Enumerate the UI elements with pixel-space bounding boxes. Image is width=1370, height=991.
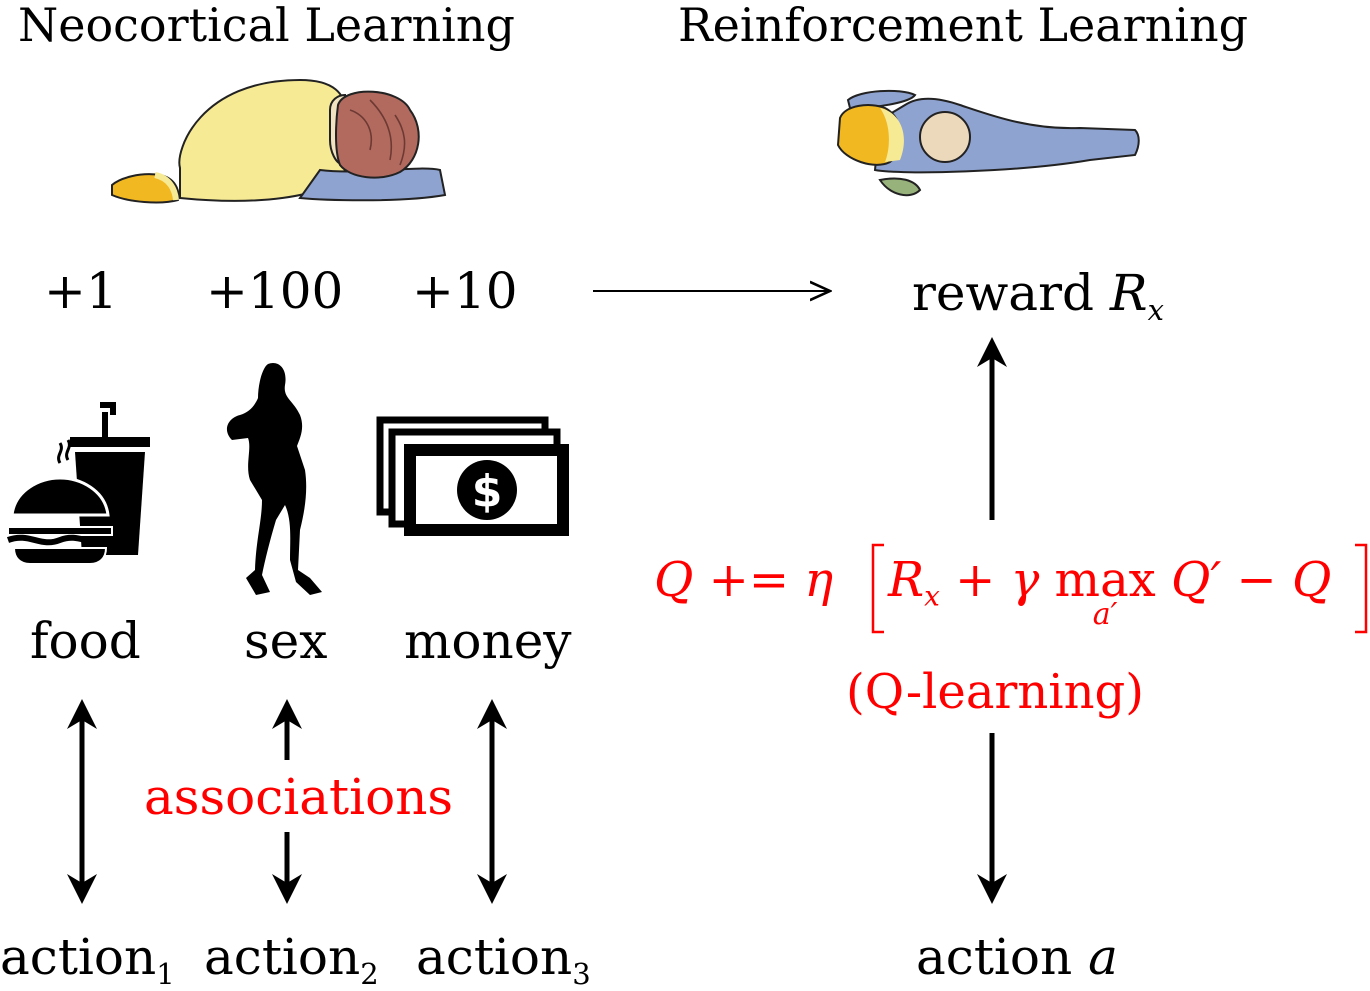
formula-left-bracket bbox=[871, 543, 884, 634]
brain-reptile-icon bbox=[836, 89, 1140, 197]
formula-caption: (Q-learning) bbox=[846, 664, 1145, 720]
action-3-word: action bbox=[416, 928, 573, 986]
action-2-sub: 2 bbox=[360, 957, 379, 991]
reinforcement-title: Reinforcement Learning bbox=[678, 0, 1249, 52]
reward-food: +1 bbox=[44, 262, 118, 320]
reward-rx: reward Rx bbox=[912, 268, 1164, 325]
action-3: action3 bbox=[416, 932, 591, 989]
formula-gamma: γ bbox=[1010, 552, 1040, 608]
action-1-sub: 1 bbox=[156, 957, 175, 991]
reward-symbol: R bbox=[1109, 264, 1148, 322]
action-a-var: a bbox=[1088, 928, 1118, 986]
stimulus-food: food bbox=[30, 612, 141, 670]
formula-max: max a′ bbox=[1055, 556, 1156, 630]
formula-q2: Q bbox=[1292, 552, 1332, 608]
brain-mammal-icon bbox=[111, 78, 447, 204]
formula-qprime: Q′ bbox=[1171, 552, 1222, 608]
action-2: action2 bbox=[204, 932, 379, 989]
action-1-word: action bbox=[0, 928, 157, 986]
action-1: action1 bbox=[0, 932, 175, 989]
action-3-sub: 3 bbox=[572, 957, 591, 991]
food-icon bbox=[6, 402, 150, 565]
reward-sex: +100 bbox=[206, 262, 344, 320]
formula-plus: + bbox=[955, 552, 996, 608]
stimulus-money: money bbox=[404, 612, 572, 670]
formula-q: Q bbox=[654, 552, 694, 608]
action-2-word: action bbox=[204, 928, 361, 986]
formula-eta: η bbox=[804, 552, 834, 608]
formula-max-word: max bbox=[1054, 552, 1156, 608]
svg-text:$: $ bbox=[472, 466, 503, 517]
formula-bracket-body: Rx + γ max a′ Q′ − Q bbox=[888, 556, 1331, 630]
formula-r-sub: x bbox=[924, 579, 940, 613]
formula-r: R bbox=[888, 552, 925, 608]
stimulus-sex: sex bbox=[244, 612, 328, 670]
reward-money: +10 bbox=[412, 262, 518, 320]
associations-label: associations bbox=[144, 768, 454, 826]
q-learning-formula: Q += η bbox=[654, 556, 833, 604]
formula-max-sub: a′ bbox=[1092, 597, 1118, 632]
reward-subscript: x bbox=[1147, 293, 1164, 328]
money-icon: $ bbox=[376, 416, 569, 536]
formula-op: += bbox=[708, 552, 790, 608]
formula-minus: − bbox=[1236, 552, 1277, 608]
action-a: action a bbox=[916, 932, 1118, 982]
silhouette-icon bbox=[226, 362, 322, 595]
action-a-word: action bbox=[916, 928, 1073, 986]
neocortical-title: Neocortical Learning bbox=[18, 0, 515, 52]
formula-right-bracket bbox=[1355, 543, 1368, 634]
reward-word: reward bbox=[912, 264, 1095, 322]
